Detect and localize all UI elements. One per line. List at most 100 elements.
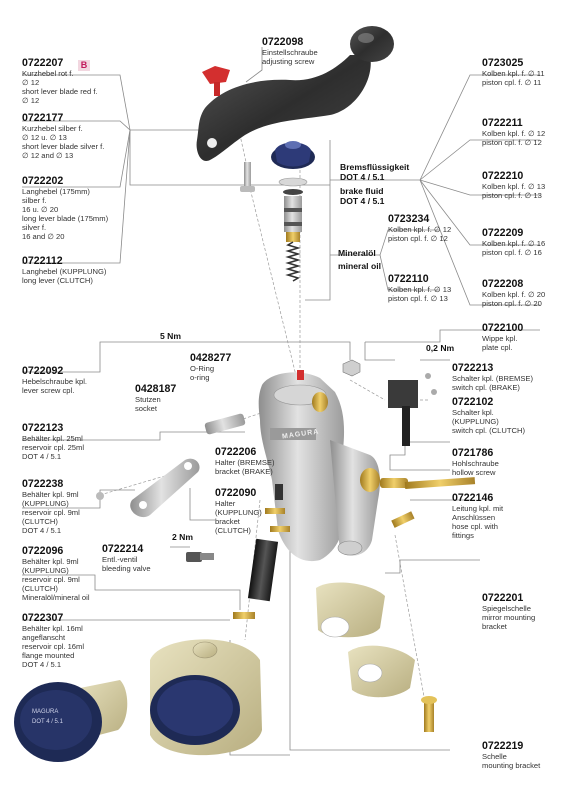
callout-line: piston cpl. f. ∅ 11 <box>482 78 542 87</box>
callout-line: Halter <box>215 499 236 508</box>
callout-line: reservoir cpl. 9ml <box>22 508 80 517</box>
callout-line: Hohlschraube <box>452 459 499 468</box>
heading-mineral-en: mineral oil <box>338 261 381 271</box>
callout-line: plate cpl. <box>482 343 513 352</box>
part-number: 0722238 <box>22 478 64 490</box>
callout-0723025: 0723025 Kolben kpl. f. ∅ 11 piston cpl. … <box>482 57 545 87</box>
callout-line: angeflanscht <box>22 633 66 642</box>
callout-line: Kolben kpl. f. ∅ 12 <box>482 129 546 138</box>
torque-2nm: 2 Nm <box>172 532 194 542</box>
part-number: 0722211 <box>482 117 523 129</box>
part-number: 0722098 <box>262 36 304 48</box>
callout-line: long lever blade (175mm) <box>22 214 109 223</box>
callout-0722211: 0722211 Kolben kpl. f. ∅ 12 piston cpl. … <box>482 117 545 147</box>
callout-0721786: 0721786 Hohlschraube hollow screw <box>452 447 499 477</box>
callout-0722110: 0722110 Kolben kpl. f. ∅ 13 piston cpl. … <box>388 273 451 303</box>
callout-line: Spiegelschelle <box>482 604 531 613</box>
callout-line: Kolben kpl. f. ∅ 13 <box>388 285 452 294</box>
callout-line: Kolben kpl. f. ∅ 16 <box>482 239 546 248</box>
callout-line: 16 u. ∅ 20 <box>22 205 59 214</box>
callout-0722102: 0722102 Schalter kpl. (KUPPLUNG) switch … <box>452 396 525 435</box>
leader-lines <box>22 47 540 756</box>
gold-bushing-2 <box>270 526 290 532</box>
callout-0722206: 0722206 Halter (BREMSE) bracket (BRAKE) <box>215 446 275 476</box>
callout-line: ∅ 12 <box>22 96 40 105</box>
callout-line: Kolben kpl. f. ∅ 11 <box>482 69 545 78</box>
callout-line: fittings <box>452 531 474 540</box>
callout-0722146: 0722146 Leitung kpl. mit Anschlüssen hos… <box>452 492 503 540</box>
callout-line: bracket (BRAKE) <box>215 467 273 476</box>
part-number: 0721786 <box>452 447 494 459</box>
callout-line: Anschlüssen <box>452 513 496 522</box>
heading-brake-fluid-dot: DOT 4 / 5.1 <box>340 172 385 182</box>
part-number: 0722214 <box>102 543 144 555</box>
callout-line: (CLUTCH) <box>215 526 251 535</box>
piston-stack <box>271 141 315 282</box>
callout-line: piston cpl. f. ∅ 13 <box>482 191 542 200</box>
reservoir-tube <box>247 538 279 602</box>
callout-line: (KUPPLUNG) <box>215 508 262 517</box>
callout-line: hollow screw <box>452 468 496 477</box>
callout-0722090: 0722090 Halter (KUPPLUNG) bracket (CLUTC… <box>215 487 262 535</box>
badge-b: B <box>78 60 90 71</box>
master-cylinder-body <box>258 370 380 562</box>
torque-5nm: 5 Nm <box>160 331 182 341</box>
callout-line: (KUPPLUNG) <box>452 417 499 426</box>
gold-bushing <box>265 508 285 514</box>
callout-line: Kurzhebel silber f. <box>22 124 83 133</box>
callout-line: piston cpl. f. ∅ 13 <box>388 294 448 303</box>
callout-0428277: 0428277 O-Ring o-ring <box>190 352 231 382</box>
lever-blade-drawing <box>196 26 394 161</box>
part-number: 0722112 <box>22 255 63 267</box>
callout-line: DOT 4 / 5.1 <box>22 526 62 535</box>
callout-line: Leitung kpl. mit <box>452 504 504 513</box>
part-number: 0722102 <box>452 396 494 408</box>
callout-line: Behälter kpl. 9ml <box>22 557 79 566</box>
callout-line: Einstellschraube <box>262 48 318 57</box>
bleeding-valve <box>186 552 214 562</box>
callout-line: (CLUTCH) <box>22 517 58 526</box>
part-number: 0722307 <box>22 612 64 624</box>
callout-line: (CLUTCH) <box>22 584 58 593</box>
callout-0722238: 0722238 Behälter kpl. 9ml (KUPPLUNG) res… <box>22 478 80 535</box>
part-number: 0428277 <box>190 352 232 364</box>
callout-line: reservoir cpl. 9ml <box>22 575 80 584</box>
callout-line: piston cpl. f. ∅ 12 <box>388 234 448 243</box>
callout-line: Hebelschraube kpl. <box>22 377 88 386</box>
callout-line: Kurzhebel rot f. <box>22 69 74 78</box>
callout-line: reservoir cpl. 25ml <box>22 443 85 452</box>
part-number: 0722213 <box>452 362 494 374</box>
part-number: 0722202 <box>22 175 64 187</box>
heading-brake-fluid-en: brake fluid <box>340 186 384 196</box>
flange-reservoir <box>150 639 262 756</box>
callout-line: mounting bracket <box>482 761 541 770</box>
callout-line: short lever blade silver f. <box>22 142 105 151</box>
callout-0722214: 0722214 Entl.-ventil bleeding valve <box>102 543 151 573</box>
callout-line: piston cpl. f. ∅ 16 <box>482 248 542 257</box>
callout-line: (KUPPLUNG) <box>22 499 69 508</box>
part-number: 0722146 <box>452 492 494 504</box>
callout-line: ∅ 12 u. ∅ 13 <box>22 133 67 142</box>
part-number: 0723234 <box>388 213 430 225</box>
part-number: 0722123 <box>22 422 64 434</box>
callout-line: o-ring <box>190 373 210 382</box>
part-number: 0722207 <box>22 57 64 69</box>
callout-line: switch cpl. (BRAKE) <box>452 383 520 392</box>
callout-line: bleeding valve <box>102 564 151 573</box>
torque-0-2nm: 0,2 Nm <box>426 343 455 353</box>
callout-line: DOT 4 / 5.1 <box>22 452 62 461</box>
part-number: 0722201 <box>482 592 524 604</box>
callout-0722177: 0722177 Kurzhebel silber f. ∅ 12 u. ∅ 13… <box>22 112 104 160</box>
part-number: 0722208 <box>482 278 524 290</box>
callout-line: Behälter kpl. 25ml <box>22 434 83 443</box>
part-number: 0722110 <box>388 273 429 285</box>
cap-text-brand: MAGURA <box>32 709 59 715</box>
callout-line: O-Ring <box>190 364 215 373</box>
gold-bushing-3 <box>233 612 255 619</box>
callout-line: mirror mounting <box>482 613 536 622</box>
callout-line: Behälter kpl. 9ml <box>22 490 79 499</box>
heading-brake-fluid-dot2: DOT 4 / 5.1 <box>340 196 385 206</box>
callout-line: silver f. <box>22 223 47 232</box>
callout-line: socket <box>135 404 157 413</box>
